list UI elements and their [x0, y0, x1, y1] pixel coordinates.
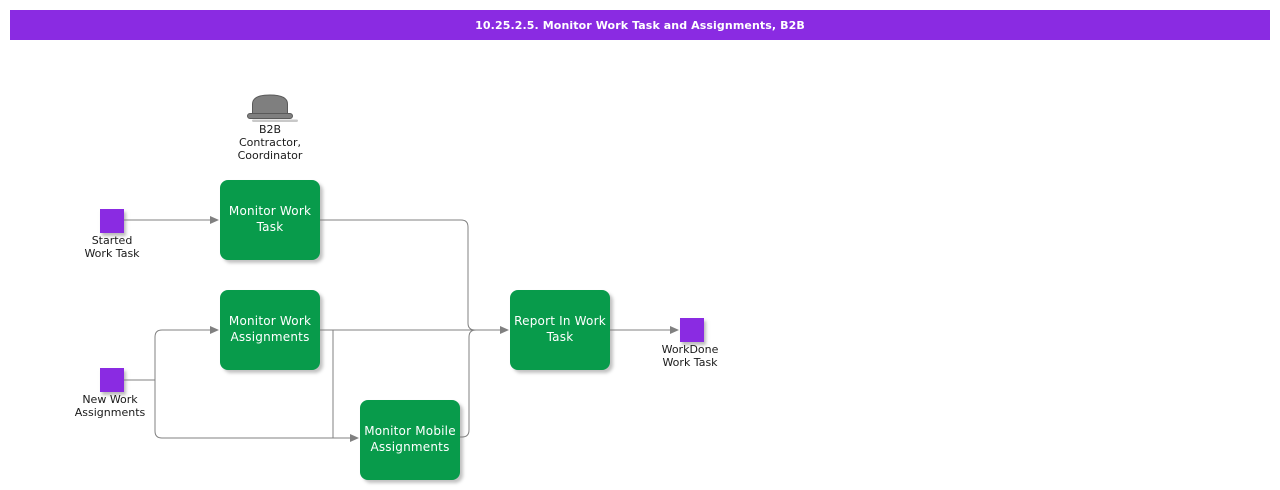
- connector-new-work-assignments-to-monitor-mobile-assignments: [154, 380, 350, 439]
- arrowhead-into-monitor-work-task: [210, 216, 219, 224]
- connector-monitor-mobile-assignments-to-report-in-work-task: [460, 329, 477, 438]
- event-new-work-assignments-label: New Work Assignments: [74, 393, 146, 420]
- actor-label: B2B Contractor, Coordinator: [237, 123, 303, 163]
- task-monitor-mobile-assignments[interactable]: Monitor Mobile Assignments: [360, 400, 460, 480]
- event-started-work-task-label: Started Work Task: [84, 234, 140, 261]
- arrowhead-into-monitor-work-assignments: [210, 326, 219, 334]
- arrowhead-into-monitor-mobile-assignments: [350, 434, 359, 442]
- task-monitor-work-assignments[interactable]: Monitor Work Assignments: [220, 290, 320, 370]
- bowler-hat-icon[interactable]: [240, 90, 300, 126]
- event-started-work-task[interactable]: [100, 209, 124, 233]
- event-workdone-work-task[interactable]: [680, 318, 704, 342]
- task-report-in-work-task[interactable]: Report In Work Task: [510, 290, 610, 370]
- arrowhead-into-workdone-work-task: [670, 326, 679, 334]
- event-new-work-assignments[interactable]: [100, 368, 124, 392]
- event-workdone-work-task-label: WorkDone Work Task: [661, 343, 719, 370]
- hat-brim: [247, 113, 293, 119]
- task-monitor-work-task[interactable]: Monitor Work Task: [220, 180, 320, 260]
- connector-monitor-work-task-to-report-in-work-task: [320, 219, 476, 331]
- arrowhead-into-report-in-work-task: [500, 326, 509, 334]
- page-title: 10.25.2.5. Monitor Work Task and Assignm…: [10, 10, 1270, 40]
- connector-new-work-assignments-to-monitor-work-assignments: [154, 329, 210, 380]
- hat-shadow: [252, 119, 298, 122]
- hat-dome: [252, 94, 288, 115]
